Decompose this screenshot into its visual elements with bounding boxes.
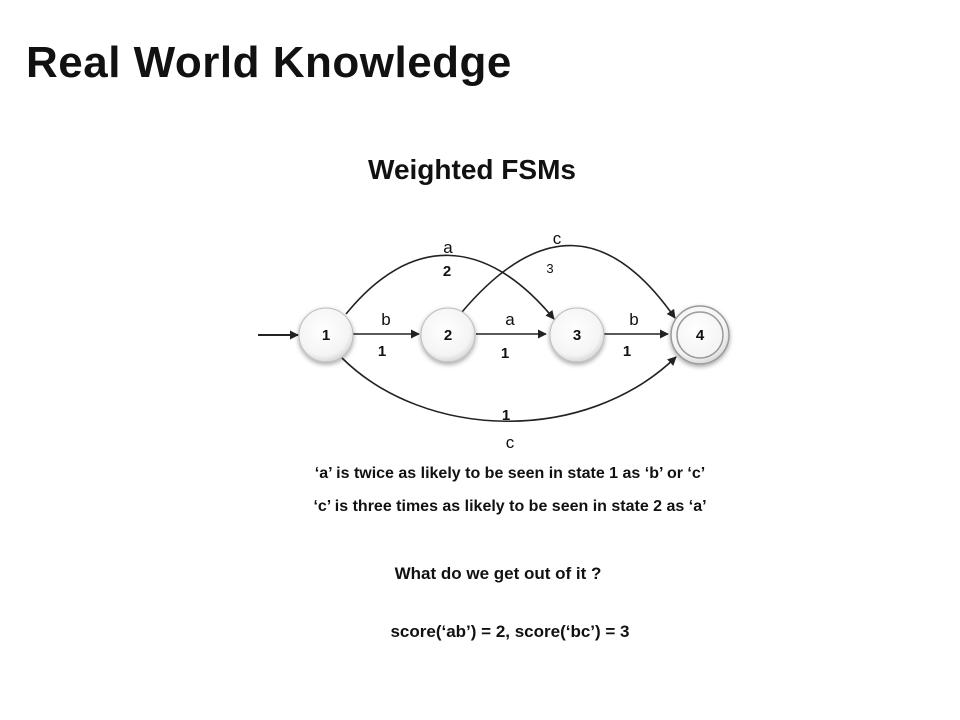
- state-3-label: 3: [573, 327, 581, 344]
- label-1-2-symbol: b: [381, 310, 390, 329]
- state-4-label: 4: [696, 327, 705, 344]
- label-2-4-weight: 3: [546, 261, 553, 276]
- edge-1-3-a: [345, 254, 555, 320]
- edge-2-4-c: [461, 244, 676, 319]
- label-1-4-weight: 1: [502, 407, 510, 424]
- state-1-label: 1: [322, 327, 330, 344]
- label-1-3-weight: 2: [443, 263, 451, 280]
- label-3-4-symbol: b: [629, 310, 638, 329]
- slide-title: Real World Knowledge: [26, 38, 512, 87]
- edge-1-4-c: [341, 356, 677, 422]
- label-1-2-weight: 1: [378, 343, 386, 360]
- label-3-4-weight: 1: [623, 343, 631, 360]
- state-2: 2: [420, 307, 476, 363]
- scores-text: score(‘ab’) = 2, score(‘bc’) = 3: [390, 622, 630, 641]
- label-2-3-weight: 1: [501, 345, 509, 362]
- note-state-2: ‘c’ is three times as likely to be seen …: [313, 498, 707, 515]
- question-text: What do we get out of it ?: [394, 564, 602, 583]
- label-2-4-symbol: c: [553, 229, 562, 248]
- diagram-subtitle: Weighted FSMs: [368, 154, 576, 185]
- state-4-final: 4: [670, 305, 730, 365]
- state-2-label: 2: [444, 327, 452, 344]
- note-state-1: ‘a’ is twice as likely to be seen in sta…: [314, 465, 706, 482]
- label-1-3-symbol: a: [443, 238, 453, 257]
- label-1-4-symbol: c: [506, 433, 515, 452]
- label-2-3-symbol: a: [505, 310, 515, 329]
- state-1: 1: [298, 307, 354, 363]
- state-3: 3: [549, 307, 605, 363]
